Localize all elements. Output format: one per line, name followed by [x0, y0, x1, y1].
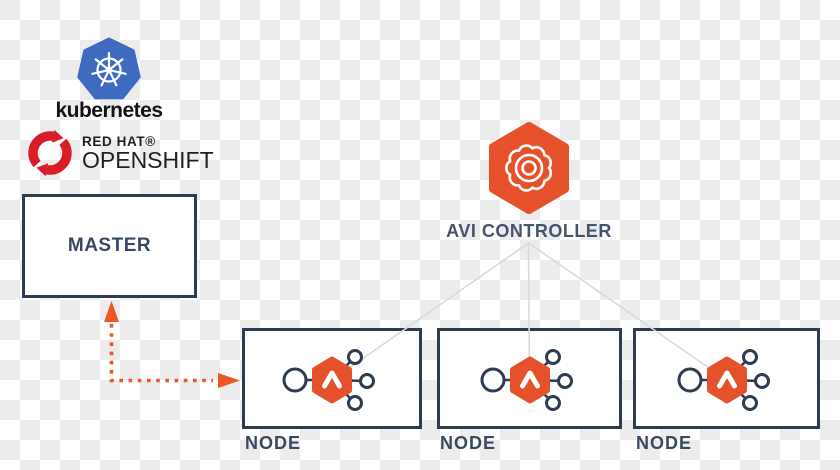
gear-icon — [505, 144, 553, 192]
kubernetes-logo-icon — [77, 37, 141, 100]
avi-service-engine-icon-2 — [480, 349, 573, 411]
pod-circle-large — [282, 367, 308, 393]
pod-circle-large — [480, 367, 505, 393]
avi-hexagon-small — [312, 356, 352, 404]
pod-circle-small — [347, 395, 363, 411]
arrowhead-up-icon — [104, 301, 119, 322]
avi-service-engine-icon-1 — [282, 349, 375, 411]
pod-circle-small — [359, 373, 375, 389]
master-label: MASTER — [67, 235, 152, 256]
pod-circle-small — [544, 349, 561, 365]
pod-circle-small — [556, 373, 573, 389]
arrowhead-right-icon — [218, 373, 240, 388]
ship-wheel-icon — [91, 51, 127, 87]
avi-hexagon-small — [706, 356, 747, 404]
kubernetes-wordmark: kubernetes — [55, 99, 163, 122]
node-label-2: NODE — [440, 433, 497, 453]
pod-circle-small — [753, 373, 770, 389]
pod-circle-small — [741, 349, 758, 365]
node-label-3: NODE — [636, 433, 693, 453]
openshift-logo-icon — [28, 129, 72, 177]
avi-hexagon-small — [509, 356, 550, 404]
pod-circle-small — [544, 395, 561, 411]
openshift-product-text: OPENSHIFT — [82, 147, 214, 173]
redhat-brand-text: RED HAT® — [82, 134, 156, 149]
master-box: MASTER — [22, 194, 197, 298]
avi-controller-hexagon-icon — [489, 122, 569, 214]
pod-circle-small — [347, 349, 363, 365]
avi-service-engine-icon-3 — [677, 349, 770, 411]
master-node-dotted-arrow — [104, 301, 240, 388]
openshift-wordmark: RED HAT® OPENSHIFT — [82, 134, 214, 173]
pod-circle-large — [677, 367, 702, 393]
avi-controller-label: AVI CONTROLLER — [446, 221, 612, 241]
node-label-1: NODE — [245, 433, 302, 453]
pod-circle-small — [741, 395, 758, 411]
